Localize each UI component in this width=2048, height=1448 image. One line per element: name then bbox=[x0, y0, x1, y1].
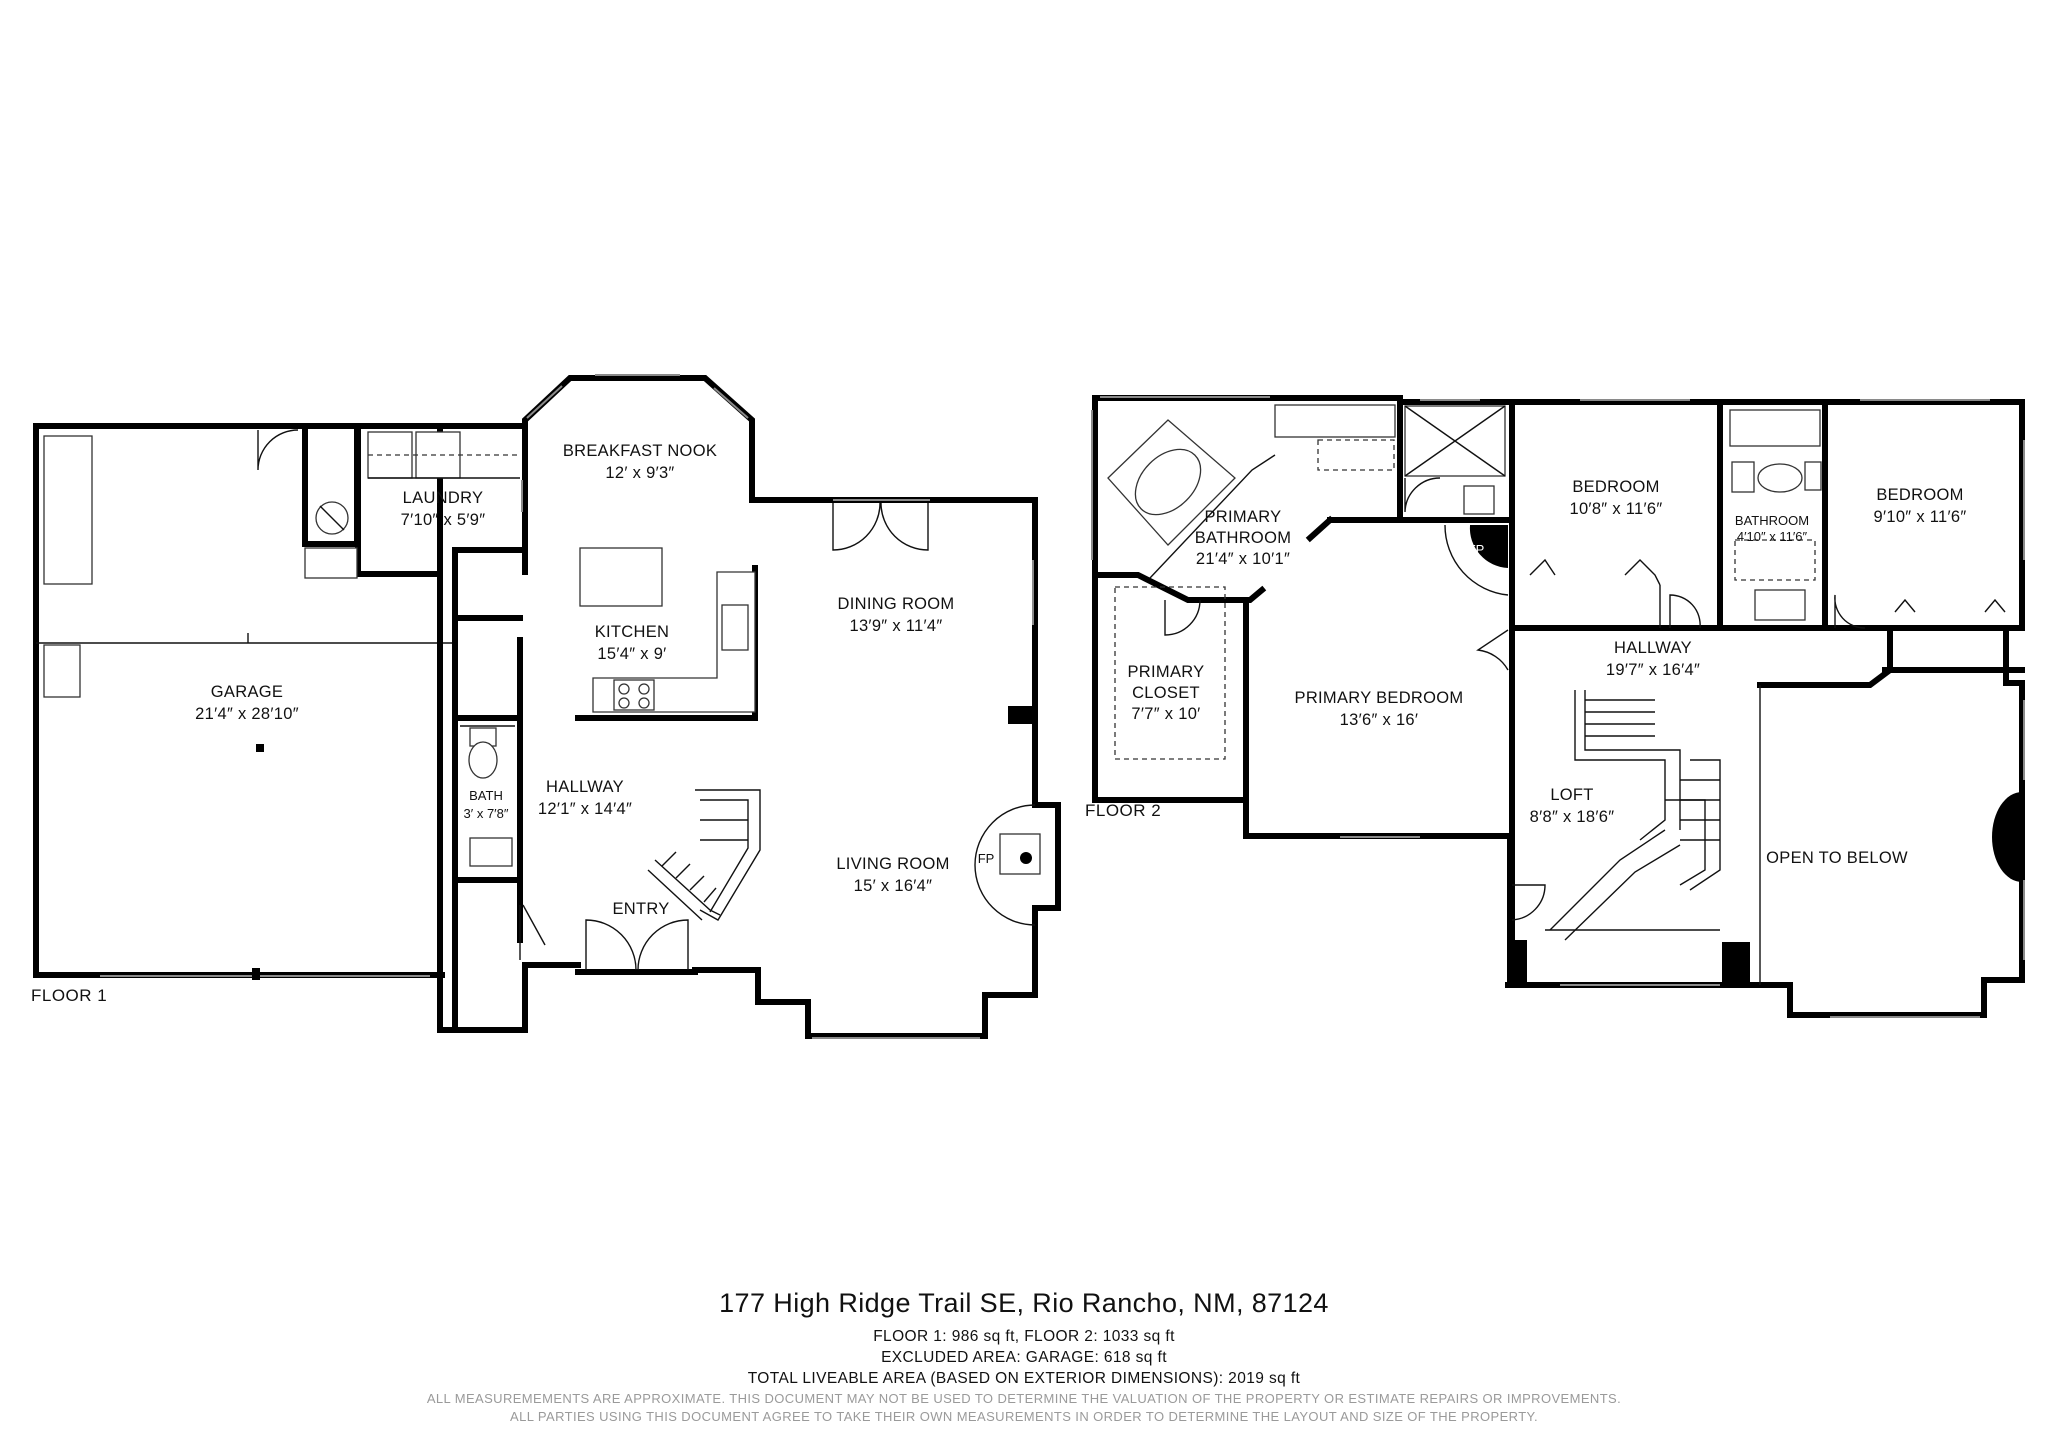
floor-2-label: FLOOR 2 bbox=[1085, 801, 1161, 820]
bedroom-1-dim: 10′8″ x 11′6″ bbox=[1569, 500, 1662, 518]
disclaimer-line-2: ALL PARTIES USING THIS DOCUMENT AGREE TO… bbox=[510, 1408, 1538, 1424]
garage-dim: 21′4″ x 28′10″ bbox=[195, 705, 299, 723]
kitchen-fixtures bbox=[579, 547, 758, 721]
garage-name: GARAGE bbox=[211, 683, 283, 701]
open-to-below-label: OPEN TO BELOW bbox=[1766, 849, 1908, 867]
laundry-fixtures bbox=[367, 431, 523, 512]
total-liveable-area: TOTAL LIVEABLE AREA (BASED ON EXTERIOR D… bbox=[747, 1370, 1301, 1388]
hallway-1-dim: 12′1″ x 14′4″ bbox=[538, 800, 632, 818]
living-room-name: LIVING ROOM bbox=[836, 855, 949, 873]
breakfast-nook-windows bbox=[526, 374, 749, 419]
floor1-fireplace-label: FP bbox=[978, 851, 995, 866]
bedroom-2-name: BEDROOM bbox=[1876, 486, 1963, 504]
primary-bedroom-name: PRIMARY BEDROOM bbox=[1295, 689, 1464, 707]
loft-details bbox=[1511, 792, 2022, 986]
loft-dim: 8′8″ x 18′6″ bbox=[1530, 808, 1615, 826]
dining-room-name: DINING ROOM bbox=[838, 595, 955, 613]
garage-walls bbox=[33, 423, 452, 980]
bath-name: BATH bbox=[469, 788, 503, 803]
breakfast-nook-dim: 12′ x 9′3″ bbox=[605, 464, 674, 482]
laundry-name: LAUNDRY bbox=[403, 489, 484, 507]
bathroom-2-name: BATHROOM bbox=[1735, 513, 1809, 528]
disclaimer-line-1: ALL MEASUREMEMENTS ARE APPROXIMATE. THIS… bbox=[426, 1391, 1622, 1407]
hallway-2-dim: 19′7″ x 16′4″ bbox=[1606, 661, 1700, 679]
dining-room-dim: 13′9″ x 11′4″ bbox=[849, 617, 942, 635]
breakfast-nook-name: BREAKFAST NOOK bbox=[563, 442, 717, 460]
floor-1-label: FLOOR 1 bbox=[31, 986, 107, 1005]
floor1-stairs bbox=[647, 789, 761, 921]
primary-closet-interior bbox=[1114, 586, 1226, 760]
bedroom-1-name: BEDROOM bbox=[1572, 478, 1659, 496]
primary-closet-dim: 7′7″ x 10′ bbox=[1131, 705, 1200, 723]
primary-bathroom-name-2: BATHROOM bbox=[1195, 529, 1292, 547]
hallway-1-name: HALLWAY bbox=[546, 778, 624, 796]
living-room-dim: 15′ x 16′4″ bbox=[854, 877, 933, 895]
bedroom-2-dim: 9′10″ x 11′6″ bbox=[1873, 508, 1966, 526]
floor2-stairs bbox=[1549, 690, 1721, 941]
property-address: 177 High Ridge Trail SE, Rio Rancho, NM,… bbox=[719, 1288, 1329, 1318]
hallway-2-name: HALLWAY bbox=[1614, 639, 1692, 657]
excluded-area: EXCLUDED AREA: GARAGE: 618 sq ft bbox=[881, 1349, 1167, 1367]
kitchen-name: KITCHEN bbox=[595, 623, 670, 641]
bedrooms-walls bbox=[1509, 399, 2025, 988]
floor-1-plan bbox=[33, 374, 1061, 1039]
primary-bathroom-dim: 21′4″ x 10′1″ bbox=[1196, 550, 1290, 568]
primary-closet-name-2: CLOSET bbox=[1132, 684, 1200, 702]
bathroom-2-dim: 4′10″ x 11′6″ bbox=[1737, 529, 1808, 544]
bath-dim: 3′ x 7′8″ bbox=[464, 806, 509, 821]
dining-french-doors bbox=[832, 499, 1034, 625]
floor-areas: FLOOR 1: 986 sq ft, FLOOR 2: 1033 sq ft bbox=[873, 1328, 1175, 1346]
bath-fixtures bbox=[460, 725, 515, 867]
primary-closet-name-1: PRIMARY bbox=[1128, 663, 1205, 681]
floor2-fireplace-label: FP bbox=[1468, 542, 1485, 557]
primary-bedroom-dim: 13′6″ x 16′ bbox=[1340, 711, 1419, 729]
loft-name: LOFT bbox=[1550, 786, 1593, 804]
entry-doors bbox=[585, 919, 689, 971]
primary-bathroom-name-1: PRIMARY bbox=[1205, 508, 1282, 526]
kitchen-dim: 15′4″ x 9′ bbox=[597, 645, 666, 663]
floor-2-plan bbox=[1091, 395, 2025, 1018]
water-heater-closet bbox=[302, 423, 360, 579]
entry-name: ENTRY bbox=[612, 900, 669, 918]
laundry-dim: 7′10″ x 5′9″ bbox=[401, 511, 486, 529]
primary-bathroom-interior bbox=[1092, 399, 1515, 839]
floor1-fireplace bbox=[974, 804, 1041, 926]
plan-footer: 177 High Ridge Trail SE, Rio Rancho, NM,… bbox=[0, 1285, 2048, 1425]
floor2-fireplace bbox=[1444, 524, 1509, 671]
